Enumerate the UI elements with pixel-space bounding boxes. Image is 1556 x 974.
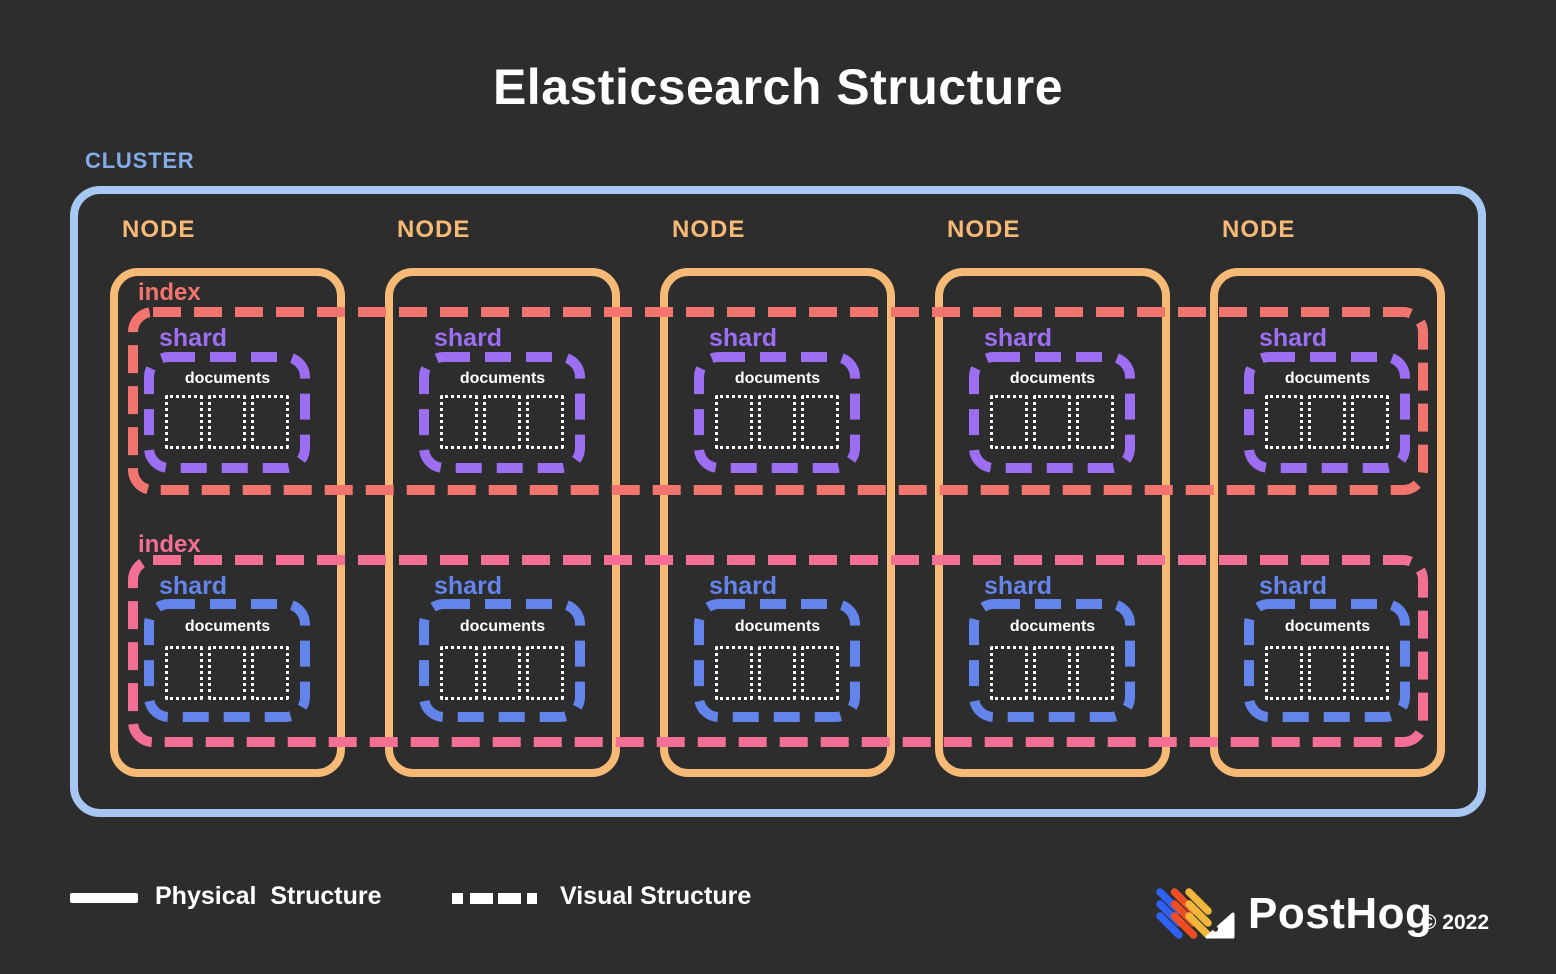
shard-label: shard [1259, 572, 1328, 600]
node-box [110, 268, 345, 777]
document-box [801, 395, 839, 449]
documents-row [990, 395, 1114, 449]
document-box [1351, 395, 1389, 449]
document-box [440, 395, 478, 449]
document-box [1308, 395, 1346, 449]
documents-label: documents [459, 618, 546, 635]
legend-visual-structure-label: Visual Structure [560, 882, 752, 910]
documents-row [440, 646, 564, 700]
documents-row [715, 395, 839, 449]
shard-label: shard [159, 324, 228, 352]
node-box [935, 268, 1170, 777]
document-box [251, 395, 289, 449]
node-box [385, 268, 620, 777]
document-box [165, 395, 203, 449]
legend-physical-structure-label: Physical Structure [155, 882, 382, 910]
document-box [440, 646, 478, 700]
posthog-logo-icon [1156, 888, 1235, 939]
shard-label: shard [709, 324, 778, 352]
document-box [526, 395, 564, 449]
document-box [165, 646, 203, 700]
document-box [990, 395, 1028, 449]
document-box [1033, 646, 1071, 700]
cluster-box [70, 186, 1486, 817]
document-box [1076, 395, 1114, 449]
node-5: NODE shard documents shard documents [1210, 216, 1445, 777]
node-label: NODE [672, 216, 746, 243]
document-box [990, 646, 1028, 700]
node-box [660, 268, 895, 777]
shard-label: shard [984, 324, 1053, 352]
node-label: NODE [122, 216, 196, 243]
index-2-label: index [138, 531, 201, 558]
document-box [1265, 395, 1303, 449]
document-box [1308, 646, 1346, 700]
document-box [1033, 395, 1071, 449]
document-box [1076, 646, 1114, 700]
shard-label: shard [434, 324, 503, 352]
logo-hedgehog-face [1205, 912, 1235, 939]
node-3: NODE shard documents shard documents [660, 216, 895, 777]
document-box [251, 646, 289, 700]
document-box [1351, 646, 1389, 700]
document-box [1265, 646, 1303, 700]
node-box [1210, 268, 1445, 777]
document-box [801, 646, 839, 700]
brand-name: PostHog [1248, 889, 1433, 938]
node-label: NODE [947, 216, 1021, 243]
node-label: NODE [1222, 216, 1296, 243]
page-title: Elasticsearch Structure [492, 59, 1064, 115]
document-box [526, 646, 564, 700]
documents-label: documents [1009, 618, 1096, 635]
shard-label: shard [1259, 324, 1328, 352]
logo-eye-dot [1212, 926, 1219, 932]
documents-row [1265, 395, 1389, 449]
documents-label: documents [184, 618, 271, 635]
document-box [715, 646, 753, 700]
shard-label: shard [709, 572, 778, 600]
documents-label: documents [1284, 370, 1371, 387]
node-2: NODE shard documents shard documents [385, 216, 620, 777]
shard-label: shard [984, 572, 1053, 600]
documents-label: documents [734, 618, 821, 635]
documents-row [1265, 646, 1389, 700]
documents-label: documents [459, 370, 546, 387]
document-box [483, 395, 521, 449]
cluster-label: CLUSTER [85, 148, 195, 173]
node-4: NODE shard documents shard documents [935, 216, 1170, 777]
documents-row [715, 646, 839, 700]
documents-label: documents [1009, 370, 1096, 387]
index-1-label: index [138, 279, 201, 306]
document-box [208, 395, 246, 449]
document-box [715, 395, 753, 449]
legend-solid-line-swatch [70, 893, 138, 903]
documents-row [165, 395, 289, 449]
document-box [758, 395, 796, 449]
document-box [208, 646, 246, 700]
node-label: NODE [397, 216, 471, 243]
documents-row [440, 395, 564, 449]
shard-label: shard [434, 572, 503, 600]
documents-label: documents [184, 370, 271, 387]
legend-dashed-line-swatch [452, 893, 537, 904]
document-box [483, 646, 521, 700]
documents-label: documents [1284, 618, 1371, 635]
documents-row [165, 646, 289, 700]
document-box [758, 646, 796, 700]
shard-label: shard [159, 572, 228, 600]
copyright-text: © 2022 [1421, 911, 1490, 934]
documents-label: documents [734, 370, 821, 387]
logo-yellow-stripes [1185, 888, 1212, 939]
documents-row [990, 646, 1114, 700]
